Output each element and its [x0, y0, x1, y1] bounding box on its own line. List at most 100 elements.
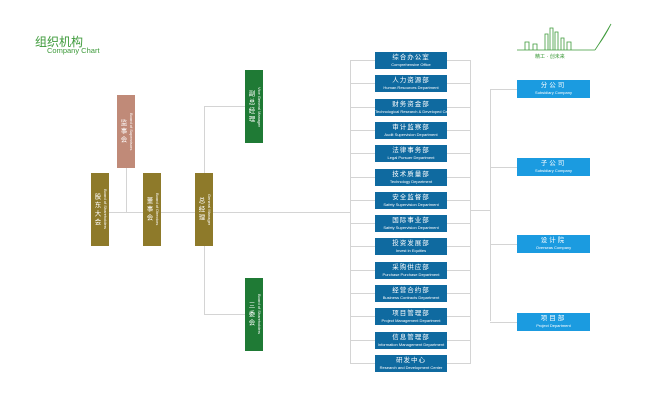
general-manager-box[interactable]: General Manager 总经理: [195, 173, 213, 246]
department-name-zh: 财务资金部: [392, 99, 430, 108]
department-name-en: Comprehensive Office: [391, 62, 431, 67]
subsidiary-connector: [490, 244, 517, 245]
page-subtitle: Company Chart: [47, 46, 100, 55]
label-en: Board of Supervisors: [129, 112, 134, 151]
department-connector: [350, 293, 375, 294]
label-zh: 三委会: [247, 301, 255, 328]
department-connector: [350, 362, 375, 364]
shareholders-box[interactable]: Board of Shareholders 股东大会: [91, 173, 109, 246]
connector-dept-left: [350, 60, 351, 364]
label-en: Board of Directors: [155, 193, 160, 226]
department-name-en: Business Contracts Department: [382, 295, 440, 300]
department-connector: [447, 129, 470, 131]
committees-box[interactable]: Board of Shareholders 三委会: [245, 278, 263, 351]
department-name-zh: 审计监察部: [392, 122, 430, 131]
connector-main: [100, 212, 350, 213]
department-connector: [447, 60, 470, 61]
department-connector: [447, 293, 470, 294]
department-connector: [350, 316, 375, 318]
vice-general-manager-box[interactable]: Vice General Manager 副总经理: [245, 70, 263, 143]
subsidiary-name-en: Project Department: [536, 322, 571, 328]
label-zh: 董事会: [145, 196, 153, 223]
subsidiary-name-en: Overseas Company: [535, 245, 572, 250]
connector-subs-vertical: [490, 89, 491, 321]
department-name-en: Technological Research & Developed Cente…: [375, 108, 447, 114]
label-zh: 监事会: [119, 118, 127, 145]
department-name-en: Purchase Purchase Department: [382, 271, 440, 277]
department-name-zh: 人力资源部: [392, 76, 430, 85]
department-name-zh: 国际事业部: [392, 216, 430, 225]
page-title: 组织机构: [35, 35, 84, 49]
label-en: Board of Shareholders: [103, 189, 108, 230]
board-of-supervisors-box[interactable]: Board of Supervisors 监事会: [117, 95, 135, 168]
department-name-en: Invest in Equities: [395, 248, 427, 254]
department-name-en: Project Management Department: [381, 318, 441, 324]
department-name-en: Legal Pursuer Department: [387, 155, 435, 161]
department-connector: [447, 153, 470, 155]
department-connector: [350, 269, 375, 271]
department-connector: [447, 246, 470, 248]
subsidiary-name-zh: 分公司: [540, 81, 567, 89]
label-zh: 股东大会: [93, 192, 101, 227]
subsidiary-name-zh: 子公司: [540, 158, 567, 167]
subsidiary-connector: [490, 166, 517, 168]
subsidiary-connector: [490, 89, 517, 90]
department-connector: [350, 246, 375, 248]
department-connector: [350, 60, 375, 61]
department-name-en: Safety Supervision Department: [383, 201, 439, 207]
svg-text:精工 · 创未来: 精工 · 创未来: [535, 53, 565, 60]
department-connector: [350, 176, 375, 178]
label-zh: 副总经理: [247, 89, 255, 124]
department-connector: [350, 339, 375, 341]
department-name-zh: 安全监督部: [392, 192, 430, 201]
department-connector: [350, 199, 375, 201]
board-of-directors-box[interactable]: Board of Directors 董事会: [143, 173, 161, 246]
department-name-zh: 信息管理部: [392, 332, 430, 341]
label-en: Vice General Manager: [257, 86, 262, 127]
department-name-en: Human Resources Department: [383, 85, 439, 91]
department-name-en: Technology Department: [389, 178, 433, 184]
label-zh: 总经理: [197, 196, 205, 223]
connector-supervisors: [126, 168, 127, 212]
city-skyline-quill-logo: 精工 · 创未来: [515, 18, 615, 66]
department-name-zh: 研发中心: [396, 355, 426, 364]
department-name-zh: 项目管理部: [392, 309, 430, 318]
department-name-en: Research and Development Center: [379, 364, 443, 370]
department-name-zh: 投资发展部: [392, 239, 430, 248]
department-connector: [350, 106, 375, 108]
department-name-en: Audit Supervision Department: [384, 131, 438, 137]
department-connector: [447, 362, 470, 364]
department-name-zh: 采购供应部: [392, 262, 430, 271]
department-name-zh: 经营合约部: [392, 286, 430, 294]
connector-dept-right: [470, 60, 471, 364]
label-en: General Manager: [207, 193, 212, 226]
subsidiary-connector: [490, 321, 517, 323]
department-connector: [350, 223, 375, 225]
connector-to-subs: [470, 210, 490, 211]
connector-vp: [204, 106, 245, 107]
department-connector: [447, 316, 470, 318]
department-connector: [350, 129, 375, 131]
subsidiary-name-en: Subsidiary Company: [535, 90, 572, 95]
department-connector: [447, 339, 470, 341]
department-connector: [447, 223, 470, 225]
department-name-zh: 法律事务部: [392, 146, 430, 155]
